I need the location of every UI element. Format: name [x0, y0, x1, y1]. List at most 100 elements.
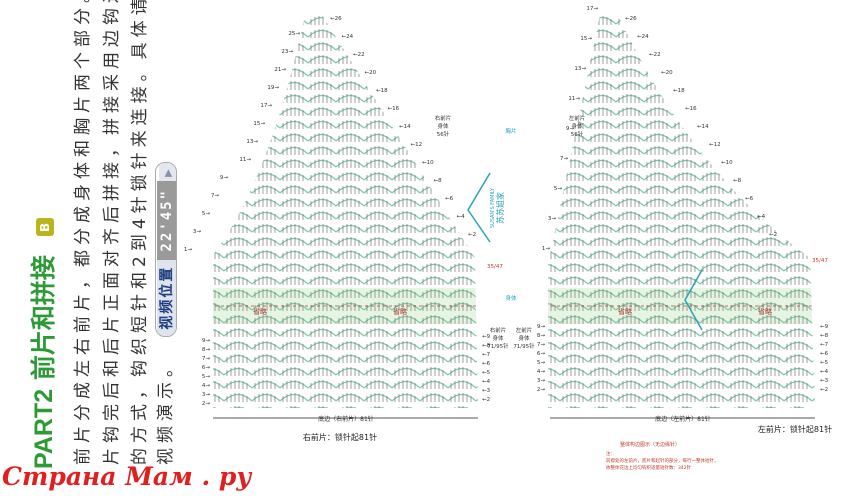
- row-number: ←18: [376, 88, 388, 94]
- row-number: ←8: [434, 178, 443, 184]
- right-chest-label: 56针: [437, 130, 450, 138]
- row-number: 6→: [202, 365, 210, 371]
- row-number: ←22: [353, 52, 365, 58]
- row-number: 5→: [554, 186, 562, 192]
- row-number: 1→: [184, 247, 192, 253]
- notes-line: 前襟处的左前片，底片和起针的部分，每行一整体短针，: [606, 457, 719, 464]
- row-number: ←7: [820, 342, 829, 348]
- row-number: ←6: [482, 361, 491, 367]
- row-number: ←22: [649, 52, 661, 58]
- row-number: 7→: [202, 356, 210, 362]
- row-number: ←14: [697, 124, 709, 130]
- right-front-caption: 右前片：锁针起81针: [303, 432, 377, 442]
- row-number: ←8: [820, 333, 829, 339]
- notes-line: 依整体花边上均匀钩织适量短针数：342针: [606, 464, 692, 471]
- right-body-label: 右前片: [490, 326, 507, 334]
- notes-title: 整体构边图示（无边缘针）: [620, 441, 680, 448]
- left-body-label: 71/95针: [513, 342, 535, 350]
- left-chest-label: 56针: [571, 130, 584, 138]
- right-body-label: 身体: [492, 334, 504, 342]
- logo-chevron-icon: [467, 172, 491, 243]
- left-marker: 35/47: [812, 258, 828, 264]
- row-number: ←26: [330, 16, 342, 22]
- logo-chevron-icon: [684, 269, 703, 331]
- row-number: 3→: [193, 229, 201, 235]
- row-number: ←2: [468, 232, 476, 238]
- row-number: ←2: [482, 397, 490, 403]
- left-chest-label: 身体: [571, 122, 583, 130]
- row-number: 13→: [574, 66, 586, 72]
- row-number: ←8: [482, 343, 491, 349]
- row-number: 7→: [560, 156, 568, 162]
- row-number: 25→: [288, 31, 300, 37]
- row-number: ←9: [482, 334, 491, 340]
- left-body-label: 左前片: [516, 326, 533, 334]
- left-body-label: 身体: [518, 334, 530, 342]
- row-number: ←3: [820, 378, 829, 384]
- row-number: ←9: [820, 324, 829, 330]
- row-number: 17→: [586, 6, 598, 12]
- row-number: ←24: [342, 34, 354, 40]
- right-marker: 35/47: [487, 264, 503, 270]
- left-bottom-edge-label: 底边（左前片）81针: [655, 415, 711, 423]
- notes-line: 注：: [606, 450, 615, 457]
- row-number: 3→: [537, 378, 545, 384]
- row-number: ←16: [388, 106, 400, 112]
- row-number: 1→: [542, 246, 550, 252]
- row-number: 8→: [537, 333, 545, 339]
- row-number: 7→: [537, 342, 545, 348]
- row-number: 9→: [220, 175, 228, 181]
- row-number: 9→: [537, 324, 545, 330]
- row-number: 9→: [202, 338, 210, 344]
- row-number: 23→: [281, 49, 293, 55]
- row-number: 3→: [202, 392, 210, 398]
- omitted-label: 省略: [758, 307, 772, 316]
- row-number: ←6: [445, 196, 454, 202]
- right-bottom-edge-label: 底边（右前片）81针: [318, 415, 374, 423]
- right-chest-label: 右前片: [435, 114, 452, 122]
- row-number: 7→: [211, 193, 219, 199]
- chest-label: 胸片: [505, 127, 516, 135]
- row-number: 21→: [274, 67, 286, 73]
- row-number: 19→: [267, 85, 279, 91]
- row-number: ←3: [482, 388, 491, 394]
- row-number: 2→: [202, 401, 210, 407]
- row-number: 8→: [202, 347, 210, 353]
- row-number: 4→: [537, 369, 545, 375]
- row-number: ←14: [399, 124, 411, 130]
- row-number: 9→: [566, 126, 574, 132]
- row-number: ←10: [721, 160, 733, 166]
- right-chest-label: 身体: [437, 122, 449, 130]
- row-number: 4→: [202, 383, 210, 389]
- omitted-label: 省略: [253, 307, 267, 316]
- watermark: Страна Мам . ру: [2, 462, 252, 491]
- row-number: ←26: [625, 16, 637, 22]
- row-number: 13→: [246, 139, 258, 145]
- row-number: ←12: [709, 142, 721, 148]
- row-number: 15→: [580, 36, 592, 42]
- row-number: 17→: [260, 103, 272, 109]
- row-number: ←4: [757, 214, 766, 220]
- row-number: ←2: [769, 232, 777, 238]
- omitted-label: 省略: [618, 307, 632, 316]
- row-number: ←8: [733, 178, 742, 184]
- row-number: ←12: [411, 142, 423, 148]
- row-number: ←20: [661, 70, 673, 76]
- row-number: ←2: [820, 387, 828, 393]
- row-number: ←7: [482, 352, 491, 358]
- row-number: 6→: [537, 351, 545, 357]
- row-number: 15→: [253, 121, 265, 127]
- row-number: ←5: [482, 370, 491, 376]
- row-number: ←4: [482, 379, 491, 385]
- row-number: 2→: [537, 387, 545, 393]
- left-chest-label: 左前片: [569, 114, 586, 122]
- right-body-label: 71/95针: [487, 342, 509, 350]
- row-number: 5→: [537, 360, 545, 366]
- row-number: ←10: [422, 160, 434, 166]
- row-number: ←4: [457, 214, 466, 220]
- logo-cn: 苏苏姐家: [495, 192, 505, 224]
- row-number: ←4: [820, 369, 829, 375]
- left-front-caption: 左前片：锁针起81针: [758, 424, 832, 434]
